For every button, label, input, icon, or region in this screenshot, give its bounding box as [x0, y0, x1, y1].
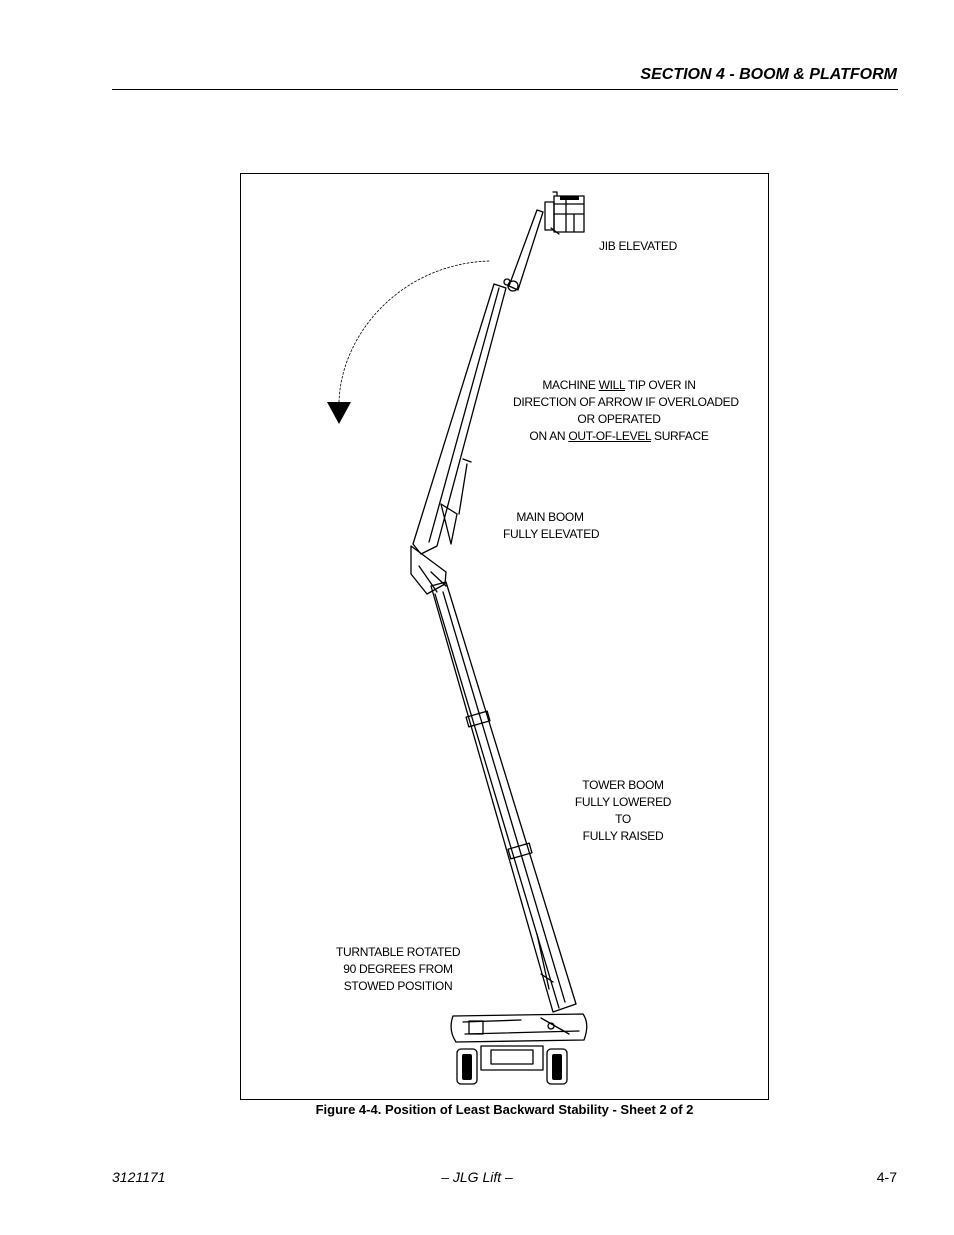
wheel-right — [546, 1048, 568, 1085]
label-jib-elevated: JIB ELEVATED — [599, 239, 677, 253]
document-number: 3121171 — [112, 1169, 166, 1185]
main-boom — [412, 283, 507, 555]
tower-boom — [430, 581, 577, 1013]
figure-caption: Figure 4-4. Position of Least Backward S… — [315, 1102, 694, 1117]
tip-direction-arc — [338, 260, 490, 403]
section-title: SECTION 4 - BOOM & PLATFORM — [640, 66, 897, 83]
wheel-left — [456, 1048, 478, 1085]
label-tower-boom: TOWER BOOM FULLY LOWERED TO FULLY RAISED — [574, 778, 672, 843]
boom-illustration — [327, 191, 588, 1085]
jib — [508, 209, 544, 291]
label-main-boom: MAIN BOOM FULLY ELEVATED — [503, 510, 600, 541]
footer-brand: – JLG Lift – — [441, 1169, 513, 1185]
figure-frame: JIB ELEVATED MACHINE WILL TIP OVER IN DI… — [240, 173, 769, 1100]
turntable — [450, 1013, 588, 1043]
page-number: 4-7 — [876, 1169, 897, 1185]
label-tip-warning: MACHINE WILL TIP OVER IN DIRECTION OF AR… — [513, 378, 739, 443]
label-turntable: TURNTABLE ROTATED 90 DEGREES FROM STOWED… — [336, 945, 461, 993]
knuckle — [410, 545, 447, 595]
chassis — [480, 1045, 544, 1071]
header-rule — [112, 89, 898, 90]
tip-direction-arrow — [327, 402, 351, 424]
